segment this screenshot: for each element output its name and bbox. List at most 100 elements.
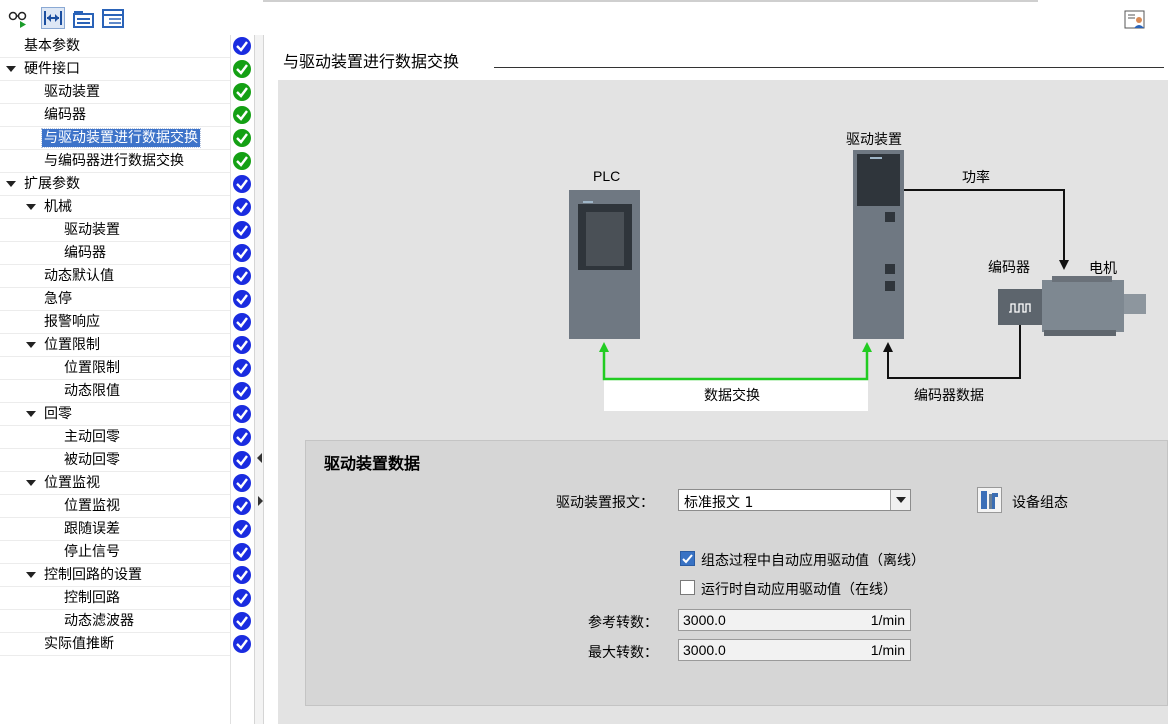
tree-item[interactable]: 位置监视 [0,472,230,495]
max-speed-label: 最大转数： [588,645,658,661]
tree-item-label: 跟随误差 [64,521,120,537]
tree-item-label: 硬件接口 [24,61,80,77]
tree-item[interactable]: 控制回路 [0,587,230,610]
status-check-icon [232,634,252,654]
telegram-label: 驱动装置报文： [556,495,654,511]
status-check-icon [232,473,252,493]
expand-caret-icon[interactable] [26,480,36,486]
tree-item-label: 主动回零 [64,429,120,445]
list-view-icon[interactable] [101,7,125,29]
device-config-label[interactable]: 设备组态 [1012,495,1068,511]
power-label: 功率 [962,170,990,186]
tree-item[interactable]: 驱动装置 [0,219,230,242]
splitter-bar[interactable] [254,35,264,724]
tree-item[interactable]: 位置限制 [0,357,230,380]
ref-speed-label: 参考转数： [588,615,658,631]
expand-caret-icon[interactable] [26,411,36,417]
top-divider [263,0,1038,2]
tree-item[interactable]: 动态滤波器 [0,610,230,633]
status-check-icon [232,450,252,470]
expand-caret-icon[interactable] [26,204,36,210]
tree-item[interactable]: 与编码器进行数据交换 [0,150,230,173]
device-config-icon [981,491,998,509]
max-speed-field[interactable]: 3000.0 1/min [678,639,911,661]
tree-item[interactable]: 位置限制 [0,334,230,357]
tree-item[interactable]: 跟随误差 [0,518,230,541]
ref-speed-value: 3000.0 [683,612,726,628]
status-check-icon [232,197,252,217]
tree-item-label: 编码器 [64,245,106,261]
status-check-icon [232,289,252,309]
tree-item[interactable]: 动态限值 [0,380,230,403]
tree-item-label: 基本参数 [24,38,80,54]
data-exchange-box [604,379,868,411]
tree-item-label: 动态限值 [64,383,120,399]
tree-item-label: 机械 [44,199,72,215]
status-check-icon [232,519,252,539]
ref-speed-unit: 1/min [870,612,905,628]
auto-apply-offline-checkbox[interactable] [680,551,695,566]
auto-apply-online-checkbox[interactable] [680,580,695,595]
status-check-icon [232,312,252,332]
tree-item[interactable]: 急停 [0,288,230,311]
plc-device-image [569,190,640,339]
status-check-icon [232,151,252,171]
tree-item-label: 实际值推断 [44,636,114,652]
tree-item[interactable]: 被动回零 [0,449,230,472]
encoder-image [998,289,1042,325]
status-check-icon [232,404,252,424]
tree-item-label: 动态默认值 [44,268,114,284]
page-title: 与驱动装置进行数据交换 [283,52,460,71]
tree-item-label: 与驱动装置进行数据交换 [41,128,201,148]
telegram-select[interactable]: 标准报文 1 [678,489,911,511]
max-speed-unit: 1/min [870,642,905,658]
ref-speed-field[interactable]: 3000.0 1/min [678,609,911,631]
tree-item[interactable]: 控制回路的设置 [0,564,230,587]
glasses-play-icon[interactable] [6,7,30,29]
tree-item[interactable]: 与驱动装置进行数据交换 [0,127,230,150]
tree-item[interactable]: 硬件接口 [0,58,230,81]
tree-item[interactable]: 编码器 [0,242,230,265]
tree-item-label: 位置监视 [64,498,120,514]
chevron-down-icon[interactable] [890,490,910,510]
status-check-icon [232,358,252,378]
checkmark-icon [682,554,693,564]
tree-item[interactable]: 回零 [0,403,230,426]
tree-item-label: 位置限制 [44,337,100,353]
status-check-icon [232,59,252,79]
expand-caret-icon[interactable] [6,181,16,187]
tree-item[interactable]: 编码器 [0,104,230,127]
motor-label: 电机 [1089,261,1117,277]
tree-item[interactable]: 机械 [0,196,230,219]
motor-image [1042,276,1146,336]
tree-item[interactable]: 位置监视 [0,495,230,518]
expand-caret-icon[interactable] [26,572,36,578]
tree-item[interactable]: 报警响应 [0,311,230,334]
user-settings-icon[interactable] [1124,9,1146,31]
tree-item[interactable]: 主动回零 [0,426,230,449]
drive-data-panel [305,440,1168,706]
encoder-data-label: 编码器数据 [914,388,984,404]
tree-item[interactable]: 实际值推断 [0,633,230,656]
status-check-icon [232,542,252,562]
encoder-label: 编码器 [988,260,1030,276]
status-check-icon [232,174,252,194]
status-check-icon [232,335,252,355]
drive-label: 驱动装置 [846,132,902,148]
tree-item-label: 控制回路的设置 [44,567,142,583]
tree-item[interactable]: 停止信号 [0,541,230,564]
tree-item[interactable]: 驱动装置 [0,81,230,104]
device-config-button[interactable] [977,487,1002,513]
tree-item-label: 急停 [44,291,72,307]
plc-label: PLC [593,168,621,184]
tree-item[interactable]: 扩展参数 [0,173,230,196]
tree-item-label: 被动回零 [64,452,120,468]
folder-view-icon[interactable] [72,7,96,29]
fit-width-icon[interactable] [41,7,65,29]
expand-caret-icon[interactable] [6,66,16,72]
tree-item[interactable]: 动态默认值 [0,265,230,288]
tree-item[interactable]: 基本参数 [0,35,230,58]
drive-device-image [853,150,904,339]
expand-caret-icon[interactable] [26,342,36,348]
